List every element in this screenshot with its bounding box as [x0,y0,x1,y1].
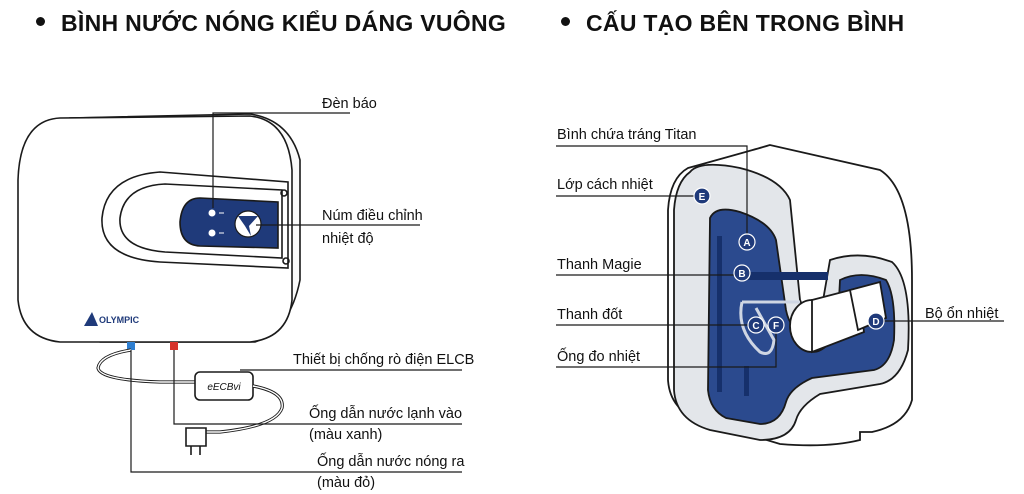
label-magnesium-rod: Thanh Magie [557,257,642,273]
right-heading: CẤU TẠO BÊN TRONG BÌNH [561,10,904,37]
screw-icon [282,257,290,265]
leader-cold-pipe [173,350,462,425]
label-thermostat: Bộ ổn nhiệt [925,306,999,322]
label-heating-element: Thanh đốt [557,307,623,323]
label-temp-knob-line2: nhiệt độ [322,231,374,247]
heating-element-icon [739,300,800,355]
marker-B: B [733,264,751,282]
svg-text:B: B [738,269,745,280]
label-titan-tank: Bình chứa tráng Titan [557,127,697,143]
plug-icon [185,427,207,447]
svg-text:D: D [872,317,879,328]
label-indicator-light: Đèn báo [322,96,377,112]
part-markers: A E B C F D [693,187,885,334]
label-hot-pipe-line2: (màu đỏ) [317,475,376,491]
marker-A: A [738,233,756,251]
leader-indicator-light [212,112,350,208]
power-cable-inner [97,349,196,383]
label-thermo-tube: Ống đo nhiệt [557,349,641,365]
left-heading: BÌNH NƯỚC NÓNG KIỂU DÁNG VUÔNG [36,10,506,37]
indicator-light-icon [208,229,216,237]
thermo-tube-icon [744,366,749,396]
label-elcb: Thiết bị chống rò điện ELCB [293,352,475,368]
right-heading-text: CẤU TẠO BÊN TRONG BÌNH [586,10,905,36]
label-temp-knob-line1: Núm điều chỉnh [322,208,423,224]
hot-pipe-connector [170,342,178,350]
magnesium-rod-icon [717,236,722,392]
marker-D: D [867,312,885,330]
svg-text:E: E [699,192,706,203]
magnesium-bar [744,272,828,280]
brand-logo-text: OLYMPIC [99,315,140,325]
marker-C: C [747,316,765,334]
elcb-badge-text: eECBvi [207,382,241,393]
bullet-icon [36,17,45,27]
control-panel [179,197,279,249]
marker-F: F [767,316,785,334]
marker-E: E [693,187,711,205]
water-heater-illustration [17,113,301,455]
olympic-logo-icon [84,312,98,326]
left-heading-text: BÌNH NƯỚC NÓNG KIỂU DÁNG VUÔNG [61,10,507,36]
label-hot-pipe-line1: Ống dẫn nước nóng ra [317,454,465,470]
tank-interior [707,208,896,425]
right-leader-lines [556,145,1004,368]
label-cold-pipe-line2: (màu xanh) [309,427,383,443]
leader-titan-tank [556,145,748,238]
svg-text:F: F [773,321,779,332]
indicator-light-icon [208,209,216,217]
control-bezel-outer [101,171,289,269]
label-cold-pipe-line1: Ống dẫn nước lạnh vào [309,406,463,422]
svg-text:C: C [752,321,759,332]
svg-text:A: A [743,238,750,249]
cold-pipe-connector [127,342,135,350]
left-leader-lines [130,112,462,473]
tank-cutaway-illustration [667,144,913,447]
thermostat-body [811,286,865,354]
control-bezel-inner [119,183,283,259]
label-insulation: Lớp cách nhiệt [557,177,653,193]
knob-grip [238,216,258,236]
screw-icon [280,189,288,197]
power-cable-lower-inner [205,385,283,433]
heater-front-face [17,115,293,343]
leader-thermo-tube [556,326,777,368]
leader-hot-pipe [130,350,462,473]
bullet-icon [561,17,570,27]
